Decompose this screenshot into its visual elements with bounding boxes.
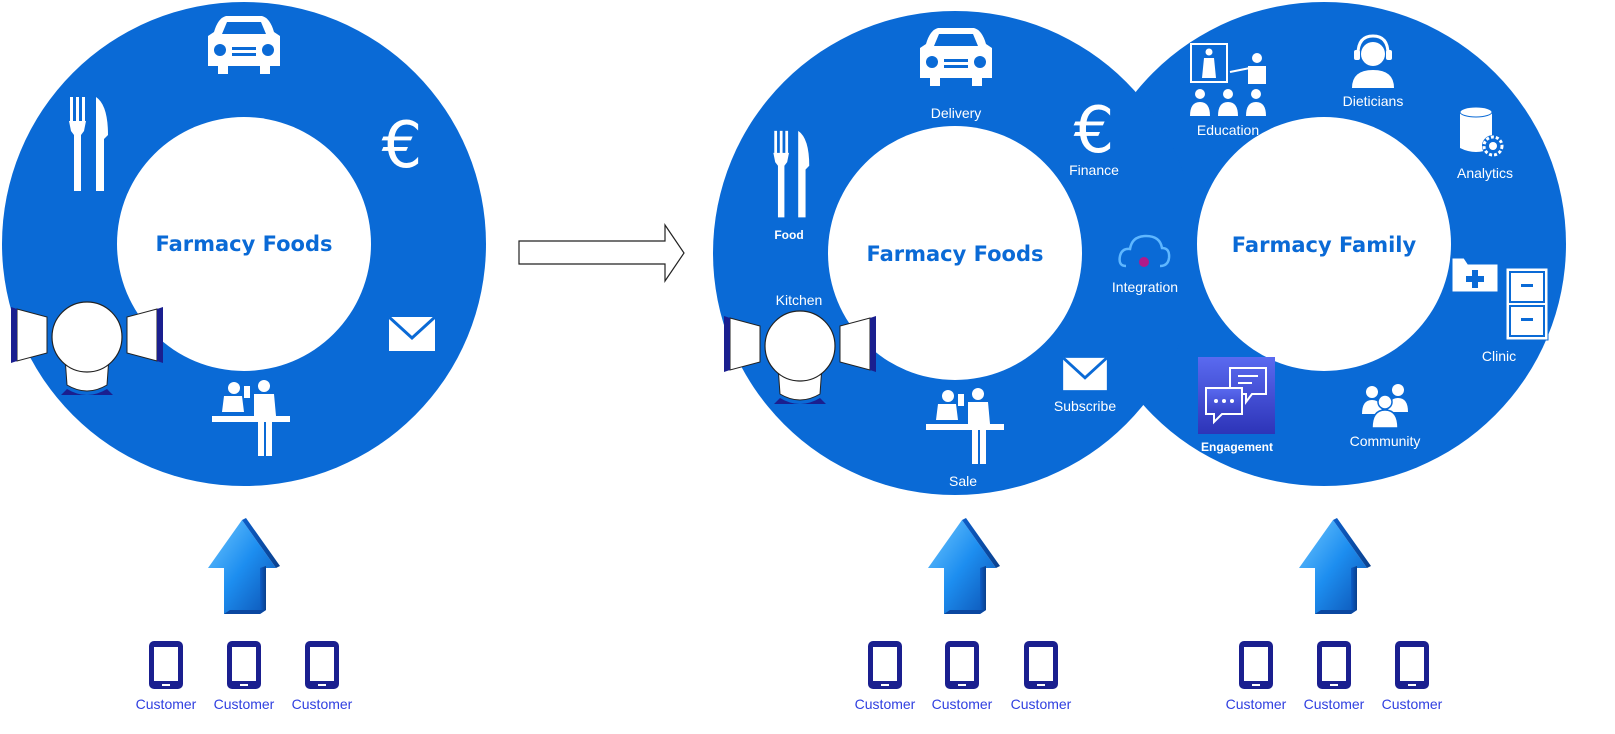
middle-ring-title: Farmacy Foods [866, 242, 1043, 266]
food-label: Food [774, 228, 803, 242]
right-ring-hole [1197, 117, 1451, 371]
phone-icon [868, 641, 902, 689]
engagement-chat-icon [1198, 357, 1275, 434]
customer-label: Customer [1011, 696, 1072, 712]
customer-label: Customer [136, 696, 197, 712]
dieticians-label: Dieticians [1343, 93, 1404, 109]
customer-label: Customer [932, 696, 993, 712]
delivery-label: Delivery [931, 105, 982, 121]
finance-label: Finance [1069, 162, 1119, 178]
phone-icon [149, 641, 183, 689]
phone-icon [945, 641, 979, 689]
customer-label: Customer [855, 696, 916, 712]
right-ring-title: Farmacy Family [1232, 233, 1417, 257]
dieticians-headset-icon [1352, 34, 1394, 88]
integration-cloud-icon [1118, 234, 1171, 268]
left-customer-group: Customer Customer Customer [136, 641, 353, 712]
phone-icon [1024, 641, 1058, 689]
middle-customer-group: Customer Customer Customer [855, 641, 1072, 712]
left-ring-hole [117, 117, 371, 371]
integration-label: Integration [1112, 279, 1178, 295]
customer-label: Customer [1382, 696, 1443, 712]
education-icon [1190, 43, 1266, 116]
customer-label: Customer [214, 696, 275, 712]
delivery-car-icon [920, 28, 992, 86]
left-up-arrow-icon [208, 518, 280, 614]
clinic-label: Clinic [1482, 348, 1516, 364]
mail-icon [387, 315, 437, 353]
euro-icon [381, 109, 423, 183]
phone-icon [1317, 641, 1351, 689]
left-ring-title: Farmacy Foods [155, 232, 332, 256]
subscribe-mail-icon [1061, 356, 1109, 392]
left-ring: Farmacy Foods [2, 2, 486, 486]
middle-up-arrow-icon [928, 518, 1000, 614]
right-up-arrow-icon [1299, 518, 1371, 614]
customer-label: Customer [1304, 696, 1365, 712]
finance-euro-icon [1073, 94, 1115, 168]
analytics-database-icon [1459, 106, 1504, 157]
engagement-label: Engagement [1201, 440, 1273, 454]
middle-ring-hole [828, 126, 1082, 380]
phone-icon [1395, 641, 1429, 689]
right-customer-group: Customer Customer Customer [1226, 641, 1443, 712]
customer-label: Customer [292, 696, 353, 712]
community-label: Community [1350, 433, 1421, 449]
kitchen-label: Kitchen [776, 292, 823, 308]
community-people-icon [1362, 384, 1408, 429]
sale-label: Sale [949, 473, 977, 489]
clinic-cabinet-icon [1451, 257, 1549, 341]
education-label: Education [1197, 122, 1259, 138]
customer-label: Customer [1226, 696, 1287, 712]
phone-icon [1239, 641, 1273, 689]
car-icon [208, 16, 280, 74]
analytics-label: Analytics [1457, 165, 1513, 181]
transition-arrow [518, 223, 685, 283]
subscribe-label: Subscribe [1054, 398, 1116, 414]
phone-icon [227, 641, 261, 689]
phone-icon [305, 641, 339, 689]
